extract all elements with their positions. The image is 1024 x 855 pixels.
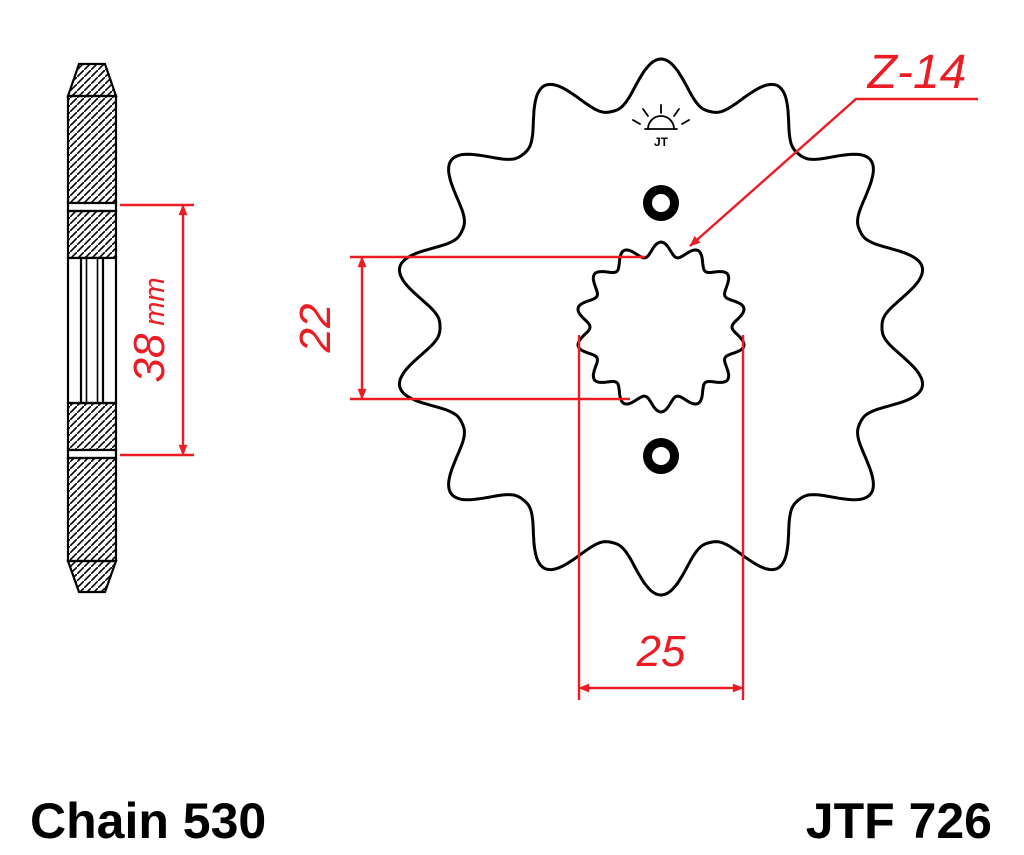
part-number-label: JTF 726 bbox=[806, 793, 992, 849]
dim-38-text: 38 mm bbox=[125, 277, 174, 382]
sun-ray-icon bbox=[673, 108, 680, 117]
lightening-hole-bottom bbox=[643, 438, 679, 474]
side-top-chamfer bbox=[66, 62, 118, 98]
dim-25-text: 25 bbox=[636, 627, 686, 676]
teeth-callout-leader bbox=[689, 97, 978, 247]
sun-ray-icon bbox=[681, 119, 690, 125]
dimension-25: 25 bbox=[577, 335, 745, 700]
sun-ray-icon bbox=[642, 108, 649, 117]
side-bottom-hub bbox=[66, 401, 118, 452]
teeth-callout: Z-14 bbox=[689, 46, 978, 247]
spline-bore bbox=[576, 240, 746, 414]
chain-size-label: Chain 530 bbox=[30, 793, 266, 849]
dimension-38mm: 38 mm bbox=[120, 203, 194, 457]
side-top-step bbox=[66, 201, 118, 213]
side-bottom-chamfer bbox=[66, 559, 118, 594]
sun-arc-icon bbox=[647, 115, 675, 130]
dim-38-value: 38 bbox=[125, 333, 174, 382]
side-bottom-step bbox=[66, 448, 118, 460]
side-bore bbox=[79, 256, 105, 405]
lightening-hole-top bbox=[643, 185, 679, 221]
dim-38-unit: mm bbox=[139, 277, 171, 325]
front-view: JT bbox=[397, 57, 925, 597]
side-top-plate bbox=[66, 94, 118, 205]
sun-ray-icon bbox=[632, 119, 641, 125]
side-bottom-plate bbox=[66, 456, 118, 563]
dim-22-text: 22 bbox=[291, 304, 340, 354]
side-top-hub bbox=[66, 209, 118, 260]
side-section-view bbox=[66, 62, 118, 594]
jt-sunrise-logo: JT bbox=[632, 104, 690, 149]
teeth-callout-text: Z-14 bbox=[867, 46, 967, 99]
logo-text: JT bbox=[654, 135, 669, 149]
dimension-22: 22 bbox=[291, 255, 645, 401]
